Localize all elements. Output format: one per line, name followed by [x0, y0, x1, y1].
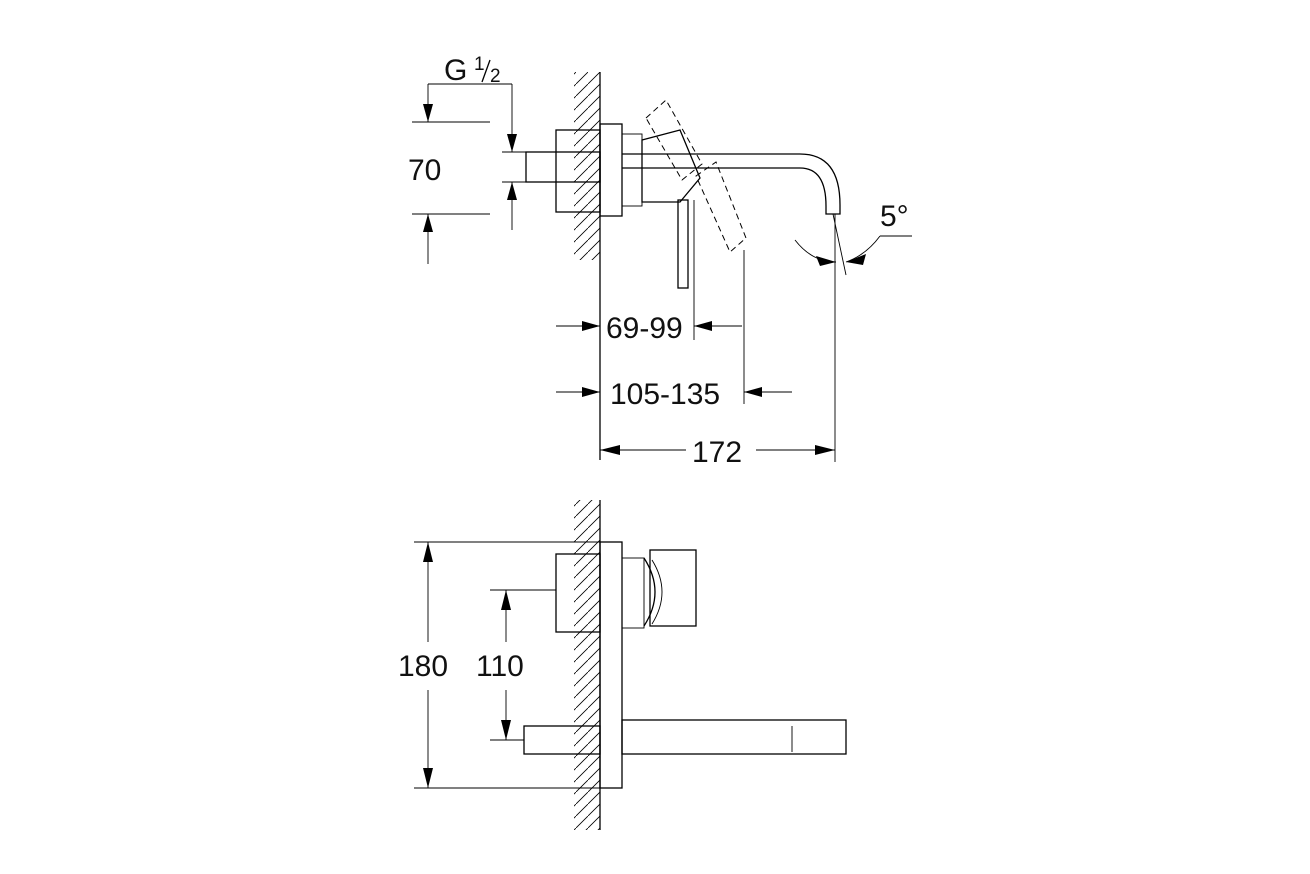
front-concealed-body [555, 553, 601, 633]
depth-min-label: 69-99 [606, 312, 683, 345]
front-lever [649, 549, 697, 627]
thread-denominator: 2 [490, 66, 501, 87]
dim110-arrow-top [501, 590, 511, 610]
lever-dashed-down [695, 161, 747, 253]
dim180-arrow-top [423, 542, 433, 562]
thread-arrow-up [507, 182, 517, 200]
front-handle-curve-inner [651, 559, 663, 625]
angle-arrow-right [846, 254, 866, 265]
dim6999-arrow-left [582, 321, 600, 331]
wall-hatch-bottom [574, 500, 600, 830]
dim105-arrow-left [582, 387, 600, 397]
inlet-height-label: 70 [408, 154, 441, 187]
dim172-arrow-right [815, 445, 835, 455]
angle-label: 5° [880, 200, 909, 233]
front-handle-curve [643, 557, 656, 627]
flange-inner [621, 133, 643, 207]
dim105-arrow-right [744, 387, 762, 397]
mounting-flange [599, 123, 623, 217]
mounting-plate [599, 541, 623, 789]
thread-label: G [444, 54, 467, 87]
depth-max-label: 105-135 [610, 378, 720, 411]
dim110-arrow-bot [501, 720, 511, 740]
dim180-arrow-bot [423, 768, 433, 788]
front-view: 180 110 [398, 500, 847, 830]
handle-body [641, 129, 701, 203]
thread-numerator: 1 [474, 54, 485, 75]
dim6999-arrow-right [694, 321, 712, 331]
projection-label: 172 [692, 436, 742, 469]
angle-arrow-left [816, 256, 836, 266]
thread-fraction-bar [481, 59, 491, 83]
front-handle-block [621, 557, 645, 629]
angle-arc [794, 239, 837, 263]
dim172-arrow-left [600, 445, 620, 455]
outlet-spacing-label: 110 [476, 650, 524, 683]
lever-dashed-up [645, 99, 703, 181]
thread-arrow [507, 134, 517, 152]
dim70-arrow-top [423, 104, 433, 122]
lever-handle [677, 199, 689, 289]
front-spout [621, 719, 847, 755]
side-view: 5° G 1 2 70 69-99 105-135 [408, 54, 912, 469]
dim70-arrow-bot [423, 214, 433, 232]
spout [622, 153, 841, 215]
wall-hatch-top [574, 72, 600, 260]
plate-height-label: 180 [398, 650, 448, 683]
